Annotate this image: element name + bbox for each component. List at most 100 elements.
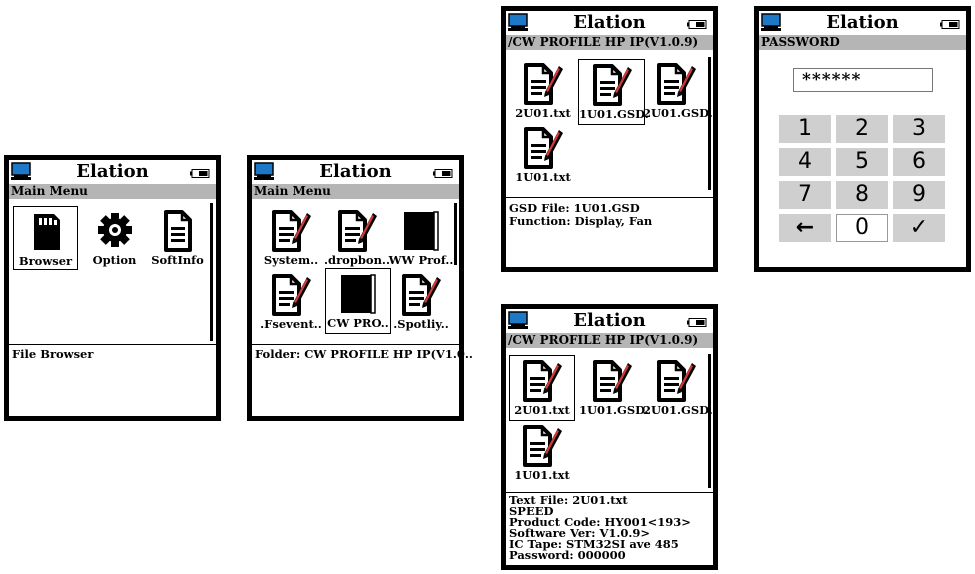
key-5[interactable]: 5 <box>836 148 888 176</box>
key-7[interactable]: 7 <box>779 181 831 209</box>
menu-item-option[interactable]: Option <box>82 206 147 270</box>
app-title: Elation <box>573 12 646 33</box>
password-bar: PASSWORD <box>759 35 966 50</box>
file-edit-icon <box>271 209 311 253</box>
key-8[interactable]: 8 <box>836 181 888 209</box>
info-line: Password: 000000 <box>509 548 626 562</box>
menu-item-label: SoftInfo <box>151 253 204 267</box>
file-item-label: .Spotliy.. <box>393 317 449 331</box>
scrollbar[interactable] <box>708 57 711 190</box>
file-edit-icon <box>656 359 696 403</box>
key-1[interactable]: 1 <box>779 115 831 143</box>
screen-file-browser: Elation Main Menu System.. .dropbon.. WW… <box>247 155 473 421</box>
screen-gsd-file: Elation /CW PROFILE HP IP(V1.0.9) 2U01.t… <box>501 6 718 272</box>
folder-icon <box>338 272 378 316</box>
key-6[interactable]: 6 <box>893 148 945 176</box>
menu-bar: Main Menu <box>252 184 459 199</box>
battery-icon <box>190 169 210 178</box>
menu-item-softinfo[interactable]: SoftInfo <box>145 206 210 270</box>
file-item[interactable]: 1U01.txt <box>510 123 576 187</box>
file-item-label: 2U01.txt <box>514 403 570 417</box>
info-line: IC Tape: STM32SI ave 485 <box>509 537 679 551</box>
app-title: Elation <box>573 310 646 331</box>
info-text: File Browser <box>12 347 94 361</box>
file-item-label: .Fsevent.. <box>260 317 322 331</box>
file-edit-icon <box>522 359 562 403</box>
file-edit-icon <box>401 273 441 317</box>
info-line: Product Code: HY001<193> <box>509 515 691 529</box>
key-2[interactable]: 2 <box>836 115 888 143</box>
file-item-label: 1U01.GSD. <box>579 107 649 121</box>
file-edit-icon <box>656 62 696 106</box>
password-field[interactable]: ****** <box>793 68 933 92</box>
divider <box>506 197 713 198</box>
title-bar: Elation <box>506 309 713 333</box>
scrollbar[interactable] <box>210 203 213 341</box>
screen-main-menu: Elation Main Menu Browser Option SoftInf… <box>4 155 221 421</box>
battery-icon <box>940 20 960 29</box>
file-item[interactable]: 1U01.txt <box>509 421 575 485</box>
file-item-label: System.. <box>263 253 319 267</box>
title-bar: Elation <box>759 11 966 35</box>
file-item-label: 1U01.txt <box>515 170 571 184</box>
key-3[interactable]: 3 <box>893 115 945 143</box>
app-title: Elation <box>76 161 149 182</box>
folder-item[interactable]: CW PRO.. <box>325 268 391 334</box>
gear-icon <box>95 209 135 253</box>
scrollbar[interactable] <box>708 354 711 488</box>
file-edit-icon <box>592 63 632 107</box>
path-bar: /CW PROFILE HP IP(V1.0.9) <box>506 333 713 348</box>
info-line: Software Ver: V1.0.9> <box>509 526 651 540</box>
menu-item-label: Browser <box>18 254 73 268</box>
backspace-key[interactable]: ← <box>779 214 831 242</box>
info-panel: GSD File: 1U01.GSD Function: Display, Fa… <box>506 202 713 228</box>
info-line: Text File: 2U01.txt <box>509 493 628 507</box>
menu-item-browser[interactable]: Browser <box>13 206 78 270</box>
file-item[interactable]: System.. <box>258 206 324 270</box>
file-edit-icon <box>337 209 377 253</box>
file-item[interactable]: 2U01.txt <box>510 59 576 123</box>
folder-icon <box>401 209 441 253</box>
title-bar: Elation <box>506 11 713 35</box>
battery-icon <box>433 169 453 178</box>
file-item-label: 1U01.GSD. <box>579 403 649 417</box>
divider <box>252 344 459 345</box>
menu-item-label: Option <box>92 253 137 267</box>
sd-card-icon <box>26 210 66 254</box>
info-panel: File Browser <box>9 347 216 361</box>
file-edit-icon <box>523 126 563 170</box>
title-bar: Elation <box>9 160 216 184</box>
divider <box>9 344 216 345</box>
file-item[interactable]: 2U01.txt <box>509 355 575 421</box>
folder-item[interactable]: WW Prof.. <box>388 206 454 270</box>
file-item[interactable]: 2U01.GSD. <box>643 356 713 420</box>
folder-item-label: CW PRO.. <box>327 316 389 330</box>
app-title: Elation <box>319 161 392 182</box>
file-edit-icon <box>271 273 311 317</box>
info-line: Function: Display, Fan <box>509 214 653 228</box>
scrollbar[interactable] <box>454 203 457 265</box>
file-item[interactable]: 2U01.GSD. <box>643 59 713 123</box>
file-item-label: 2U01.txt <box>515 106 571 120</box>
key-9[interactable]: 9 <box>893 181 945 209</box>
screen-password: Elation PASSWORD ****** 1 2 3 4 5 6 7 8 … <box>754 6 971 272</box>
key-0[interactable]: 0 <box>836 214 888 242</box>
key-4[interactable]: 4 <box>779 148 831 176</box>
file-item-label: 2U01.GSD. <box>643 106 713 120</box>
divider <box>506 492 713 493</box>
document-icon <box>158 209 198 253</box>
info-panel: Folder: CW PROFILE HP IP(V1.0.. <box>252 347 473 361</box>
file-edit-icon <box>522 424 562 468</box>
file-item[interactable]: 1U01.GSD. <box>578 59 649 125</box>
info-panel: Text File: 2U01.txt SPEED Product Code: … <box>506 493 713 562</box>
file-item[interactable]: .Spotliy.. <box>388 270 454 334</box>
screen-text-file: Elation /CW PROFILE HP IP(V1.0.9) 2U01.t… <box>501 304 718 570</box>
file-item[interactable]: .dropbon.. <box>324 206 390 270</box>
app-title: Elation <box>826 12 899 33</box>
confirm-key[interactable]: ✓ <box>893 214 945 242</box>
path-bar: /CW PROFILE HP IP(V1.0.9) <box>506 35 713 50</box>
file-item[interactable]: .Fsevent.. <box>258 270 324 334</box>
info-line: GSD File: 1U01.GSD <box>509 201 640 215</box>
folder-item-label: WW Prof.. <box>388 253 454 267</box>
file-item[interactable]: 1U01.GSD. <box>579 356 649 420</box>
